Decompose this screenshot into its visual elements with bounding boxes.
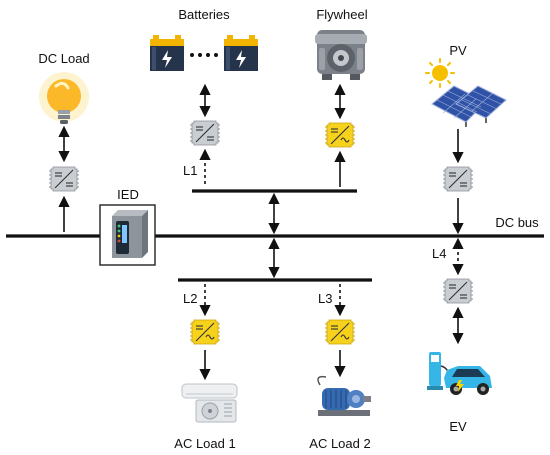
converter-ac-load-1 bbox=[190, 319, 220, 345]
converter-flywheel bbox=[325, 122, 355, 148]
solar-panel-icon bbox=[425, 58, 507, 127]
label-l1: L1 bbox=[183, 163, 197, 178]
label-l2: L2 bbox=[183, 291, 197, 306]
label-l4: L4 bbox=[432, 246, 446, 261]
converter-dc-load bbox=[49, 166, 79, 192]
label-ied: IED bbox=[117, 187, 139, 202]
converter-ev bbox=[443, 278, 473, 304]
label-ac-load-2: AC Load 2 bbox=[309, 436, 370, 451]
converter-batteries bbox=[190, 120, 220, 146]
label-dc-bus: DC bus bbox=[495, 215, 539, 230]
electric-car-charger-icon bbox=[427, 352, 492, 395]
label-dc-load: DC Load bbox=[38, 51, 89, 66]
ied-device-icon bbox=[99, 204, 156, 266]
battery-icon bbox=[150, 35, 258, 71]
flywheel-icon bbox=[315, 30, 367, 80]
label-flywheel: Flywheel bbox=[316, 7, 367, 22]
label-ac-load-1: AC Load 1 bbox=[174, 436, 235, 451]
converter-ac-load-2 bbox=[325, 319, 355, 345]
light-bulb-icon bbox=[39, 72, 89, 124]
label-batteries: Batteries bbox=[178, 7, 230, 22]
air-conditioner-icon bbox=[181, 383, 238, 423]
motor-pump-icon bbox=[317, 375, 371, 416]
label-pv: PV bbox=[449, 43, 467, 58]
converter-pv bbox=[443, 166, 473, 192]
label-ev: EV bbox=[449, 419, 467, 434]
label-l3: L3 bbox=[318, 291, 332, 306]
